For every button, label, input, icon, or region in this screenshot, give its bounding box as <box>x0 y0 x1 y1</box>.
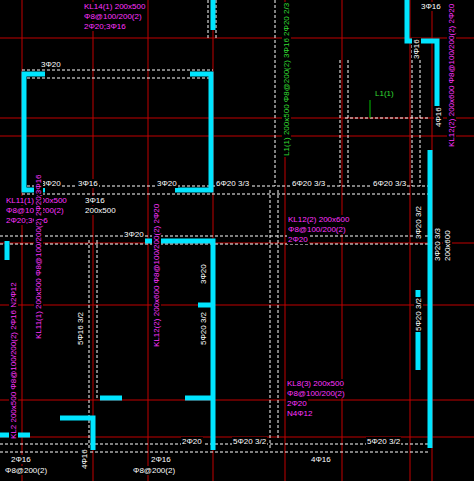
annotation-label: 5Φ20 3/2 <box>232 437 267 446</box>
annotation-label: 2Φ20 <box>287 235 309 244</box>
annotation-label: KL12(2) 200x600 Φ8@100/200(2) 2Φ20 <box>447 3 456 148</box>
annotation-label: KL12(2) 200x600 <box>287 215 350 224</box>
annotation-label: 3Φ16 <box>84 196 106 205</box>
beam-lines <box>0 0 430 452</box>
annotation-label: KL11(1) 200x500 Φ8@100/200(2) 2Φ20;3Φ16 <box>34 173 43 340</box>
annotation-label: KL14(1) 200x500 <box>83 2 146 11</box>
annotation-label: 2Φ20;3Φ16 <box>83 22 127 31</box>
annotation-label: Φ8@100/200(2) <box>287 225 347 234</box>
annotation-label: KL8(3) 200x500 <box>286 379 345 388</box>
annotation-label: KL2 200x500 Φ8@100/200(2) 2Φ16 N2Φ12 <box>9 281 18 440</box>
annotation-label: 200x600 <box>443 229 452 262</box>
annotation-label: 4Φ16 <box>434 106 443 128</box>
annotation-label: 3Φ20 3/2 <box>414 205 423 240</box>
annotation-label: 3Φ16 <box>412 38 421 60</box>
annotation-label: 4Φ16 <box>80 448 89 470</box>
annotation-label: L1(1) 200x500 Φ8@200(2) 3Φ16 2Φ20 2/3 <box>282 2 291 157</box>
annotation-label: 3Φ20 <box>40 179 62 188</box>
annotation-label: 3Φ20 3/3 <box>433 227 442 262</box>
annotation-label: Φ8@100/200(2) <box>83 12 143 21</box>
annotation-label: 3Φ20 <box>156 179 178 188</box>
annotation-label: 200x500 <box>84 206 117 215</box>
annotation-label: 3Φ20 <box>199 263 208 285</box>
annotation-label: Φ8@100/200(2) <box>286 389 346 398</box>
annotation-label: 5Φ20 3/2 <box>414 297 423 332</box>
annotation-label: Φ8@200(2) <box>4 466 48 475</box>
annotation-label: 2Φ20 <box>181 437 203 446</box>
annotation-label: 5Φ16 3/2 <box>76 311 85 346</box>
annotation-label: 2Φ16 <box>150 455 172 464</box>
annotation-label: 3Φ16 <box>77 179 99 188</box>
annotation-label: 6Φ20 3/3 <box>372 179 407 188</box>
annotation-label: 6Φ20 3/3 <box>291 179 326 188</box>
annotation-label: L1(1) <box>374 89 395 98</box>
annotation-label: 2Φ16 <box>10 455 32 464</box>
leader-line <box>370 100 371 118</box>
annotation-label: 4Φ16 <box>310 455 332 464</box>
annotation-label: 6Φ20 3/3 <box>215 179 250 188</box>
annotation-label: 3Φ20 <box>40 60 62 69</box>
annotation-label: Φ8@200(2) <box>132 466 176 475</box>
annotation-label: 2Φ20 <box>286 399 308 408</box>
annotation-label: 3Φ16 <box>420 2 442 11</box>
annotation-label: N4Φ12 <box>286 409 314 418</box>
annotation-label: 5Φ20 3/2 <box>199 311 208 346</box>
annotation-label: 5Φ20 3/2 <box>366 437 401 446</box>
walls <box>0 0 437 450</box>
annotation-label: KL12(2) 200x600 Φ8@100/200(2) 2Φ20 <box>152 203 161 348</box>
annotation-label: 3Φ20 <box>123 230 145 239</box>
